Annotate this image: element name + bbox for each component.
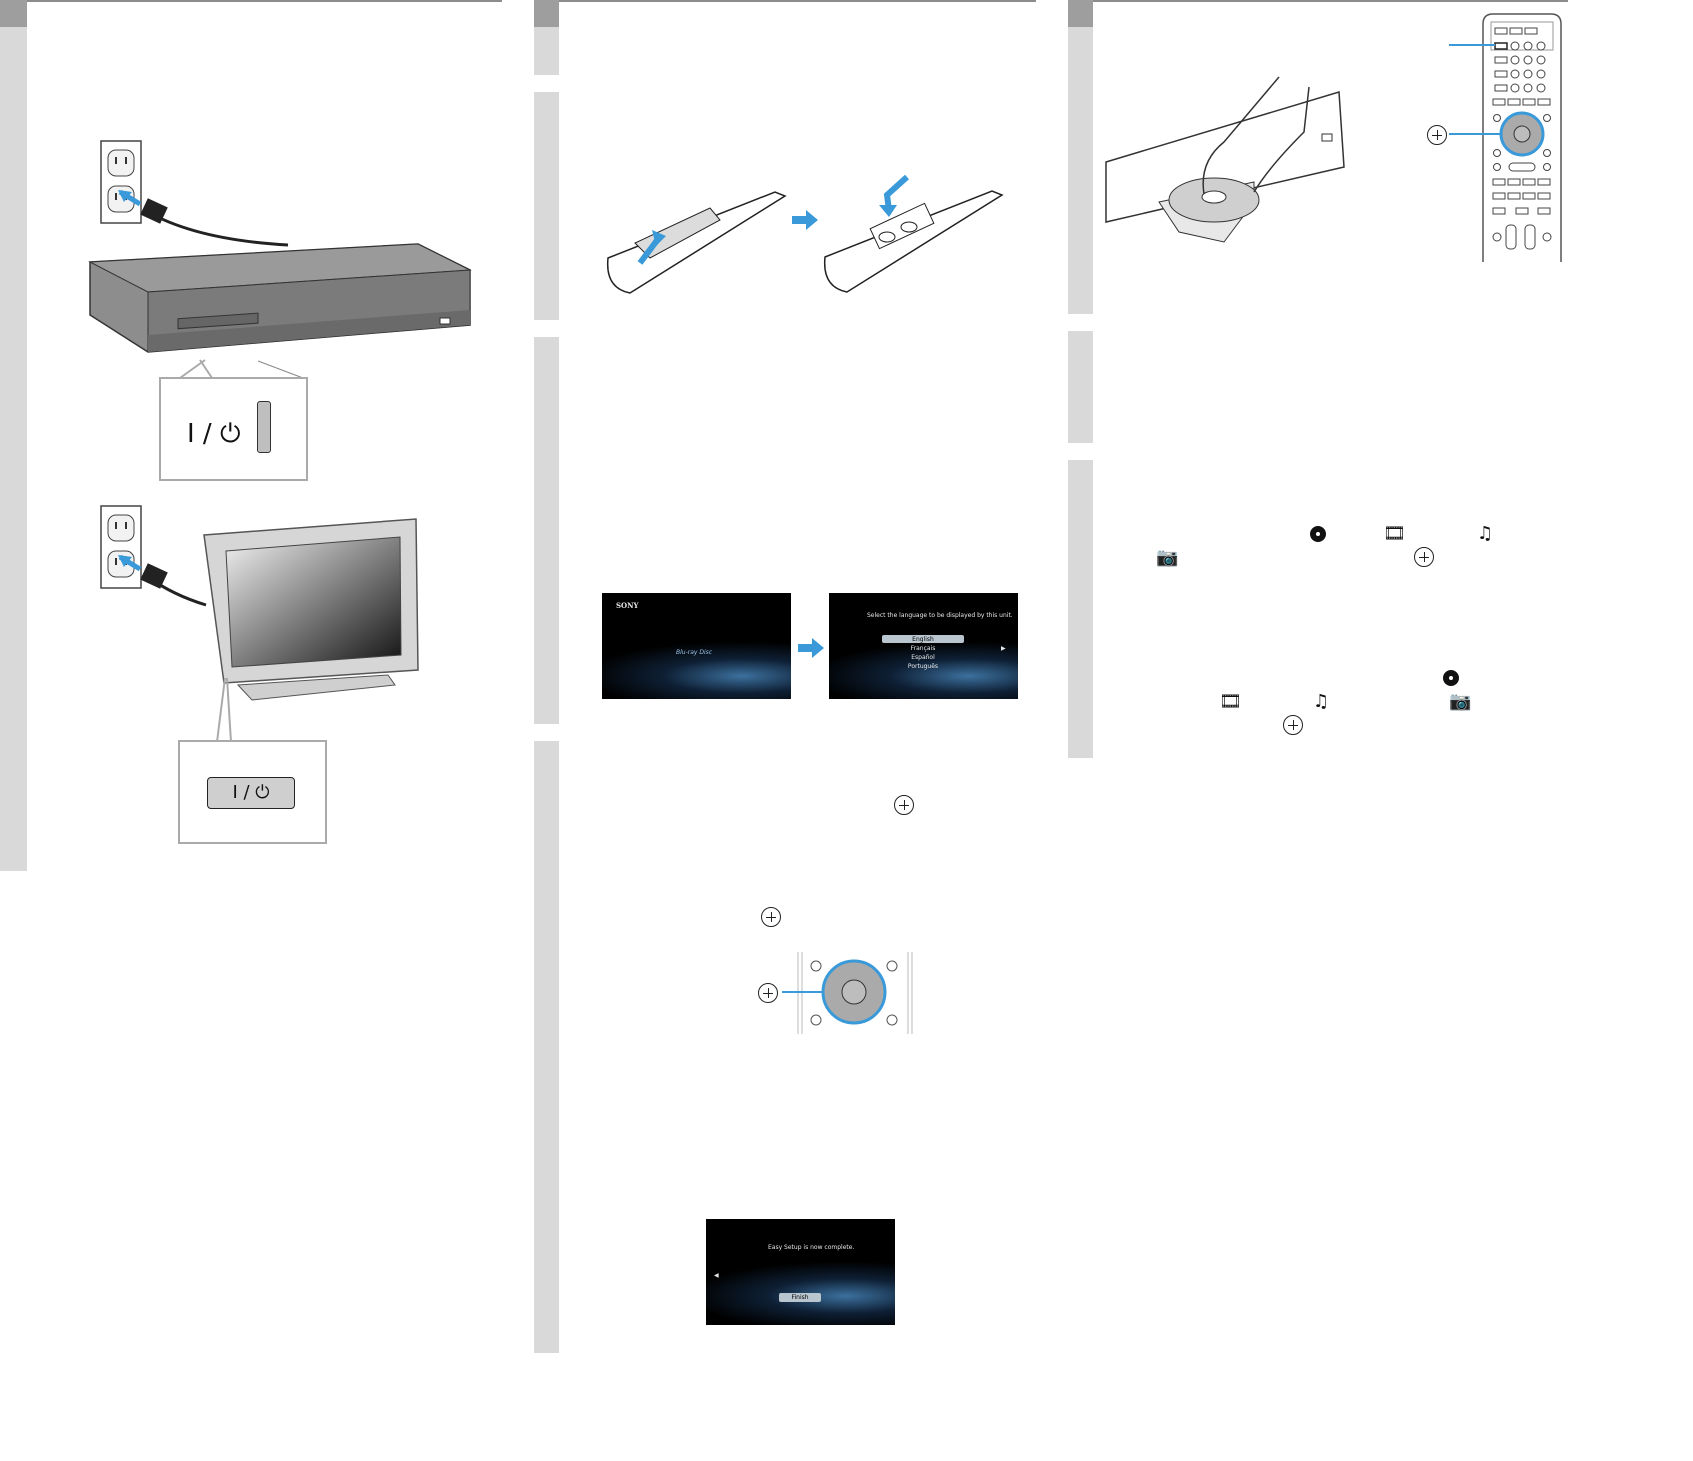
- photo-icon: 📷: [1449, 691, 1472, 712]
- tv-callout-leader: [216, 677, 232, 743]
- power-switch-label: I / ⏻: [187, 419, 241, 449]
- column3-top-rule: [1068, 0, 1568, 2]
- tv-power-cord-illustration: [118, 554, 207, 607]
- remote-cover-open-illustration: [606, 191, 787, 294]
- step-sidebar-1: [0, 27, 27, 871]
- scroll-arrow-icon: ▶: [1001, 645, 1006, 652]
- language-option[interactable]: English: [912, 636, 934, 643]
- disc-insert-illustration: [1105, 76, 1345, 243]
- step-sidebar-2a: [534, 27, 559, 75]
- enter-icon: [1414, 547, 1434, 567]
- power-cord-illustration: [118, 189, 289, 247]
- step-header-1: [0, 0, 27, 27]
- language-option[interactable]: Français: [910, 645, 936, 652]
- boot-screen: SONY Blu-ray Disc: [602, 593, 791, 699]
- language-option[interactable]: Español: [911, 654, 935, 661]
- bluray-player-illustration: [88, 243, 472, 379]
- step-sidebar-3c: [1068, 460, 1093, 758]
- disc-icon: [1443, 670, 1459, 686]
- tv-power-callout: I / ⏻: [178, 740, 327, 844]
- remote-control-illustration: [1482, 13, 1562, 262]
- step-sidebar-2c: [534, 337, 559, 724]
- column2-top-rule: [534, 0, 1036, 2]
- photo-icon: 📷: [1156, 547, 1179, 568]
- music-icon: ♫: [1477, 523, 1494, 544]
- step-header-2: [534, 0, 559, 27]
- column1-top-rule: [0, 0, 502, 2]
- wall-outlet-illustration-2: [100, 505, 142, 589]
- tv-power-button[interactable]: I / ⏻: [207, 777, 295, 809]
- bluray-logo: Blu-ray Disc: [676, 649, 713, 656]
- language-screen: Select the language to be displayed by t…: [829, 593, 1018, 699]
- disc-icon: [1310, 526, 1326, 542]
- arrow-right-icon-2: [798, 638, 824, 658]
- language-highlight: [882, 635, 964, 643]
- arrow-right-icon: [792, 210, 818, 230]
- enter-icon: [894, 795, 914, 815]
- tv-illustration: [203, 518, 419, 701]
- language-prompt: Select the language to be displayed by t…: [867, 612, 1013, 619]
- remote-dpad-illustration: [782, 952, 913, 1034]
- enter-icon: [758, 983, 778, 1003]
- wall-outlet-illustration: [100, 140, 142, 224]
- setup-complete-screen: Easy Setup is now complete. ◀ Finish: [706, 1219, 895, 1325]
- sony-logo: SONY: [616, 601, 639, 610]
- video-icon: 🎞: [1219, 691, 1242, 712]
- step-header-3: [1068, 0, 1093, 27]
- step-sidebar-3a: [1068, 27, 1093, 314]
- step-sidebar-3b: [1068, 331, 1093, 443]
- video-icon: 🎞: [1383, 523, 1406, 544]
- setup-complete-message: Easy Setup is now complete.: [768, 1244, 855, 1251]
- speaker-icon: ◀: [714, 1272, 719, 1279]
- language-option[interactable]: Português: [907, 663, 939, 670]
- step-sidebar-2b: [534, 92, 559, 320]
- power-switch[interactable]: [257, 401, 271, 453]
- power-switch-callout: I / ⏻: [159, 377, 308, 481]
- music-icon: ♫: [1313, 691, 1330, 712]
- enter-icon: [761, 907, 781, 927]
- enter-icon: [1427, 125, 1447, 145]
- callout-leader: [179, 359, 213, 379]
- step-sidebar-2d: [534, 741, 559, 1353]
- enter-icon: [1283, 715, 1303, 735]
- finish-button[interactable]: Finish: [779, 1293, 821, 1302]
- remote-pointer-lines: [1449, 44, 1502, 135]
- remote-battery-insert-illustration: [823, 174, 1004, 293]
